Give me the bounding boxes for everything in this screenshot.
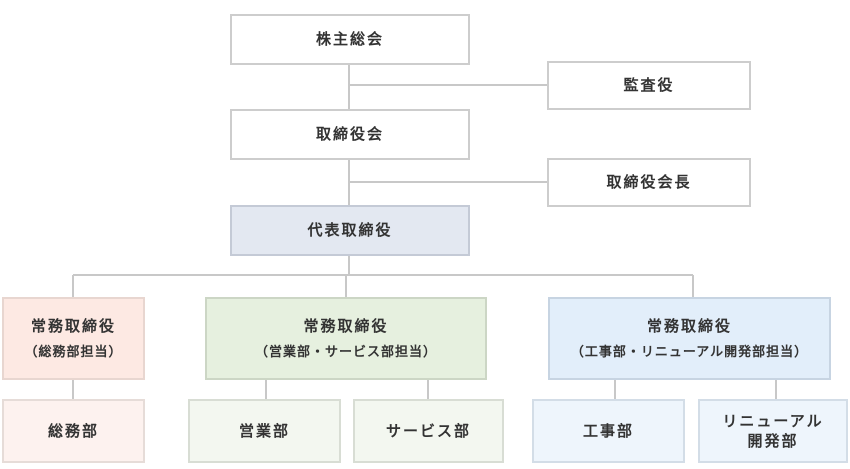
chairman-box: 取締役会長 [547, 158, 751, 207]
md-construction-renewal-title: 常務取締役 [646, 316, 732, 335]
md-general-affairs-sub: （総務部担当） [24, 345, 123, 360]
board-of-directors-box: 取締役会 [230, 109, 470, 160]
dept-construction-label: 工事部 [582, 421, 634, 440]
dept-general-affairs-label: 総務部 [47, 421, 99, 440]
md-construction-renewal-box: 常務取締役 （工事部・リニューアル開発部担当） [548, 297, 831, 380]
auditor-label: 監査役 [623, 76, 675, 95]
president-label: 代表取締役 [307, 221, 393, 240]
dept-general-affairs-box: 総務部 [2, 399, 145, 463]
shareholders-meeting-box: 株主総会 [230, 14, 470, 65]
board-of-directors-label: 取締役会 [315, 125, 384, 144]
dept-sales-box: 営業部 [188, 399, 341, 463]
president-box: 代表取締役 [230, 205, 470, 256]
shareholders-meeting-label: 株主総会 [315, 30, 384, 49]
dept-service-label: サービス部 [385, 421, 471, 440]
chairman-label: 取締役会長 [606, 173, 692, 192]
md-sales-service-sub: （営業部・サービス部担当） [254, 345, 437, 360]
md-general-affairs-box: 常務取締役 （総務部担当） [2, 297, 145, 380]
md-construction-renewal-sub: （工事部・リニューアル開発部担当） [570, 345, 809, 360]
auditor-box: 監査役 [547, 61, 751, 110]
dept-construction-box: 工事部 [532, 399, 685, 463]
dept-renewal-box: リニューアル 開発部 [698, 399, 848, 463]
dept-renewal-line2: 開発部 [747, 432, 799, 450]
md-general-affairs-title: 常務取締役 [30, 316, 116, 335]
dept-sales-label: 営業部 [238, 421, 290, 440]
md-sales-service-box: 常務取締役 （営業部・サービス部担当） [205, 297, 487, 380]
dept-renewal-line1: リニューアル [722, 411, 824, 430]
dept-service-box: サービス部 [353, 399, 504, 463]
md-sales-service-title: 常務取締役 [303, 316, 389, 335]
